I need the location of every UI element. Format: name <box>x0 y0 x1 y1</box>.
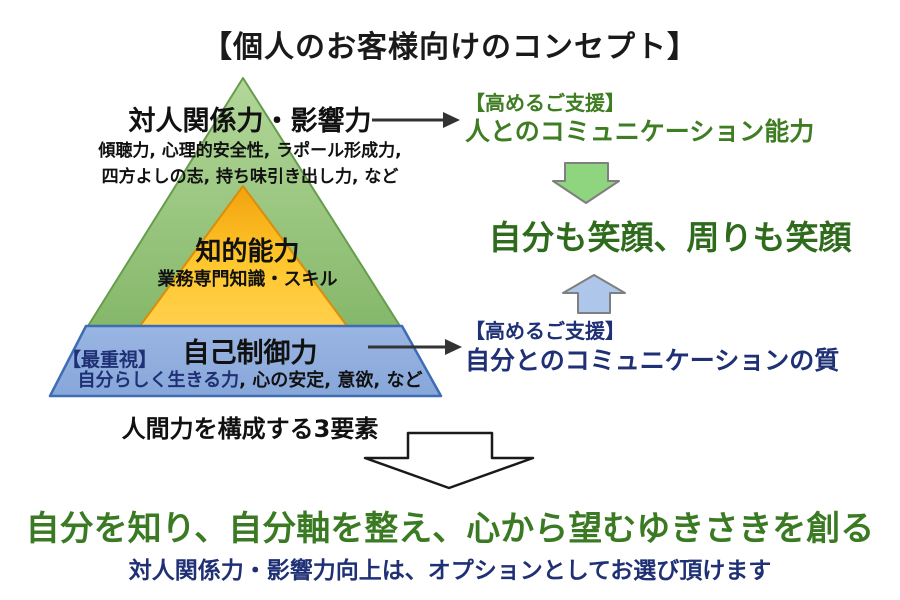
pyramid-top-detail-line1: 傾聴力, 心理的安全性, ラポール形成力, <box>98 141 402 161</box>
support-bottom-label: 自分とのコミュニケーションの質 <box>465 346 840 375</box>
pyramid-bottom-detail-rest: , 心の安定, 意欲, など <box>239 370 423 391</box>
white-down-arrow-icon <box>363 431 535 490</box>
page-title: 【個人のお客様向けのコンセプト】 <box>202 30 698 65</box>
connector-arrow-bottom-icon <box>368 339 462 355</box>
pyramid-bottom-tag: 【最重視】 <box>62 349 158 371</box>
support-top-label: 人とのコミュニケーション能力 <box>465 117 815 146</box>
pyramid-bottom-label: 自己制御力 <box>182 338 318 369</box>
blue-up-arrow-icon <box>562 274 626 314</box>
pyramid-middle-label: 知的能力 <box>195 237 300 267</box>
connector-arrow-top-icon <box>372 112 460 128</box>
footer-headline: 自分を知り、自分軸を整え、心から望むゆきさきを創る <box>25 509 875 549</box>
pyramid-top-detail-line2: 四方よしの志, 持ち味引き出し力, など <box>101 167 399 187</box>
support-bottom-heading: 【高めるご支援】 <box>465 319 625 343</box>
support-top-heading: 【高めるご支援】 <box>465 91 625 115</box>
pyramid-layer-blue <box>48 324 443 398</box>
pyramid-caption: 人間力を構成する3要素 <box>121 415 379 443</box>
pyramid-top-label: 対人関係力・影響力 <box>128 106 372 137</box>
green-down-arrow-icon <box>552 162 620 204</box>
outcome-text: 自分も笑顔、周りも笑顔 <box>488 218 852 257</box>
pyramid-bottom-detail-highlight: 自分らしく生きる力 <box>77 370 240 391</box>
pyramid-bottom-detail: 自分らしく生きる力, 心の安定, 意欲, など <box>40 366 460 392</box>
footer-note: 対人関係力・影響力向上は、オプションとしてお選び頂けます <box>128 558 772 584</box>
pyramid-middle-detail: 業務専門知識・スキル <box>157 269 338 290</box>
pyramid-top-detail: 傾聴力, 心理的安全性, ラポール形成力, 四方よしの志, 持ち味引き出し力, … <box>20 138 480 190</box>
